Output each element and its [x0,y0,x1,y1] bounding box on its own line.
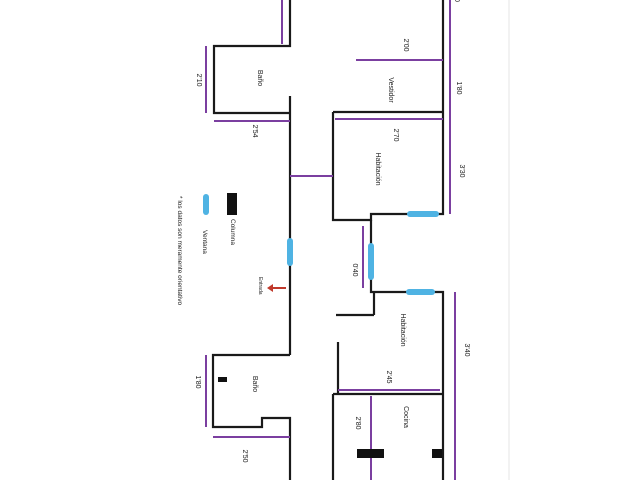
legend-column-label: Columna [229,219,236,245]
column-cocina-right [432,449,442,458]
label-cocina: Cocina [402,406,409,428]
windows [206,197,436,292]
entrance-arrow [267,284,286,292]
wall-habitacion-1 [333,112,443,220]
label-habitacion-1: Habitación [374,152,381,185]
dim-280: 2'80 [354,416,361,429]
dim-200: 2'00 [402,38,409,51]
label-bano-top: Baño [256,70,263,86]
dim-330: 3'30 [458,164,465,177]
dim-210: 2'10 [195,73,202,86]
dim-270: 2'70 [392,128,399,141]
dim-top-right-cut: 0 [453,0,460,2]
dim-245: 2'45 [385,370,392,383]
dim-250: 2'50 [241,449,248,462]
dim-340: 3'40 [463,343,470,356]
dimension-lines [206,0,455,480]
wall-bano-top [214,0,290,113]
label-bano-bottom: Baño [251,376,258,392]
dim-040: 0'40 [351,263,358,276]
wall-bano-bottom [213,355,290,480]
label-habitacion-2: Habitación [399,313,406,346]
legend-window-label: Ventana [201,230,208,254]
entrance-label: Entrada [257,277,263,295]
label-vestidor: Vestidor [387,77,394,103]
column-bano-bottom [218,377,227,382]
dim-254: 2'54 [251,124,258,137]
legend-column-swatch [227,193,237,215]
legend: Columna Ventana * los datos son merament… [176,196,263,305]
dim-180-bottom: 1'80 [194,375,201,388]
column-cocina-left [357,449,384,458]
dim-180-top: 1'80 [455,81,462,94]
legend-note: * los datos son meramente orientativo [176,196,183,305]
